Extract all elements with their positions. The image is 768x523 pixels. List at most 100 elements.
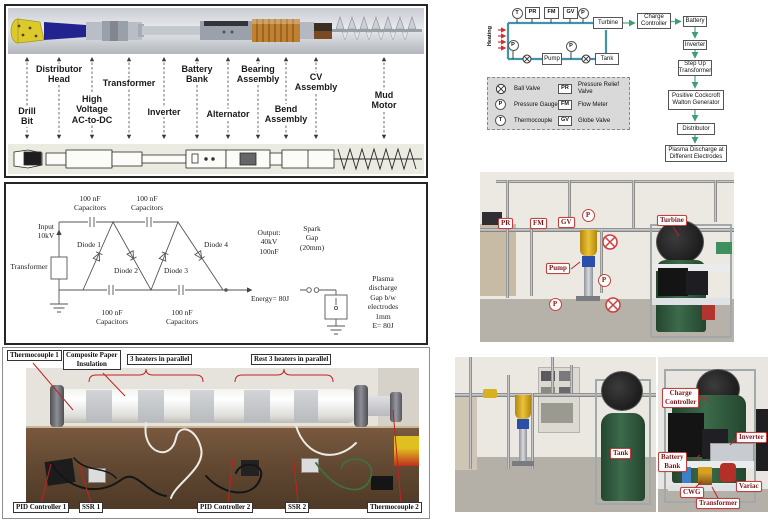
pump-base [576, 296, 600, 301]
green-bucket [716, 242, 732, 254]
heater-annotations [32, 362, 402, 504]
label-pump: Pump [546, 263, 570, 274]
foil-band [138, 390, 164, 422]
tank-box: Tank [595, 53, 619, 65]
red-device [702, 305, 715, 320]
pump-column [519, 429, 527, 461]
vertical-pipe [714, 180, 717, 222]
foil-band [190, 390, 214, 422]
vertical-pipe [506, 180, 509, 298]
label-drill-bit: Drill Bit [16, 106, 38, 127]
legend-fm-label: Flow Meter [578, 102, 608, 108]
vertical-pipe [531, 393, 534, 469]
legend-ball-valve: Ball Valve [514, 86, 541, 92]
pump-filter [515, 395, 531, 419]
circuit-diode2-label: Diode 2 [114, 266, 138, 275]
foil-band [86, 390, 112, 422]
turbine-box: Turbine [593, 17, 623, 29]
label-fm: FM [530, 218, 547, 229]
label-turbine: Turbine [657, 215, 687, 226]
label-pid-controller-1: PID Controller 1 [13, 502, 70, 513]
pump-box: Pump [542, 53, 562, 65]
tool-assembly-panel: Distributor Head Transformer Battery Ban… [4, 4, 428, 178]
poster-thumb [559, 387, 573, 397]
left-cabinet [480, 224, 516, 296]
stepup-transformer-box: Step Up Transformer [678, 60, 712, 76]
label-insulation: Composite Paper Insulation [63, 350, 121, 370]
shelf [666, 461, 754, 468]
thermo-reader-device [371, 476, 393, 490]
monitor [482, 212, 502, 225]
battery-boxes [668, 413, 704, 457]
tube-right-flange [354, 385, 368, 427]
vertical-pipe [570, 365, 573, 393]
label-p-bottom: P [548, 297, 562, 311]
shelf [668, 485, 754, 491]
circuit-diode3-label: Diode 3 [164, 266, 188, 275]
instrument-gv: GV [563, 7, 578, 19]
plasma-discharge-box: Plasma Discharge at Different Electrodes [665, 145, 727, 162]
legend-box: Ball Valve P Pressure Gauge T Thermocoup… [487, 77, 630, 130]
circuit-spark-gap-label: Spark Gap (20mm) [299, 224, 325, 252]
legend-gv-icon: GV [558, 116, 572, 126]
top-frame-pipe [496, 180, 734, 183]
loop-annotations [570, 226, 680, 313]
shelf [652, 298, 730, 305]
yellow-valve [483, 389, 497, 398]
label-tank: Tank [610, 448, 632, 459]
vertical-pipe [600, 231, 603, 293]
label-charge-controller: Charge Controller [662, 388, 700, 408]
instrument-pressure-gauge: P [577, 7, 589, 19]
tool-outline-strip [8, 144, 424, 174]
circuit-output-label: Output: 40kV 100nF [257, 228, 281, 256]
vertical-pipe [632, 180, 635, 228]
label-p-mid: P [597, 273, 611, 287]
heater-test-panel: Thermocouple 1 Composite Paper Insulatio… [2, 347, 430, 519]
poster-thumb [541, 387, 555, 397]
circuit-plasma-label: Plasma discharge Gap b/w electrodes 1mm … [367, 274, 399, 330]
label-ssr-2: SSR 2 [285, 502, 310, 513]
distributor-box: Distributor [677, 123, 715, 135]
label-transformer: Transformer [696, 498, 741, 509]
inverter-box: Inverter [683, 40, 707, 50]
label-gv: GV [558, 217, 575, 228]
circuit-capacitor-bottom-2: 100 nF Capacitors [165, 308, 199, 327]
circuit-input-label: Input 10kV [37, 222, 55, 241]
gauge-circle-2: P [565, 40, 577, 52]
circuit-diode1-label: Diode 1 [77, 240, 101, 249]
heater-photo [26, 368, 419, 509]
main-pipe [455, 393, 656, 397]
main-pipe [480, 228, 734, 232]
vertical-pipe [530, 228, 533, 296]
ball-valve-icon [495, 83, 507, 95]
poster-thumb [541, 371, 555, 381]
instrument-fm: FM [544, 7, 559, 19]
label-bearing-assembly: Bearing Assembly [234, 64, 282, 85]
left-cabinet [455, 395, 477, 470]
instrument-pr: PR [525, 7, 540, 19]
label-inverter: Inverter [145, 107, 183, 118]
circuit-diode4-label: Diode 4 [204, 240, 228, 249]
legend-p-icon: P [495, 99, 506, 110]
circuit-energy-label: Energy= 80J [250, 294, 290, 303]
legend-gv-label: Globe Valve [578, 118, 611, 124]
label-rest-3-heaters: Rest 3 heaters in parallel [251, 354, 332, 365]
label-battery-bank: Battery Bank [658, 452, 687, 472]
pump-column [584, 267, 593, 297]
black-box [686, 271, 708, 295]
label-p-top: P [581, 208, 595, 222]
blue-bottle [682, 467, 691, 483]
label-thermocouple-2: Thermocouple 2 [367, 502, 422, 513]
vertical-pipe [507, 375, 510, 469]
turbine-disc [601, 371, 643, 411]
foil-band [294, 390, 318, 422]
heating-label: Heating [487, 26, 493, 47]
label-pid-controller-2: PID Controller 2 [197, 502, 254, 513]
pump-filter [580, 230, 597, 256]
tool-render-strip [8, 8, 424, 54]
pump-coupling [517, 419, 529, 429]
circuit-capacitor-bottom-1: 100 nF Capacitors [95, 308, 129, 327]
label-ssr-1: SSR 1 [79, 502, 104, 513]
label-pr: PR [498, 218, 514, 229]
cart-photo: Charge Controller Inverter Battery Bank … [658, 357, 768, 512]
